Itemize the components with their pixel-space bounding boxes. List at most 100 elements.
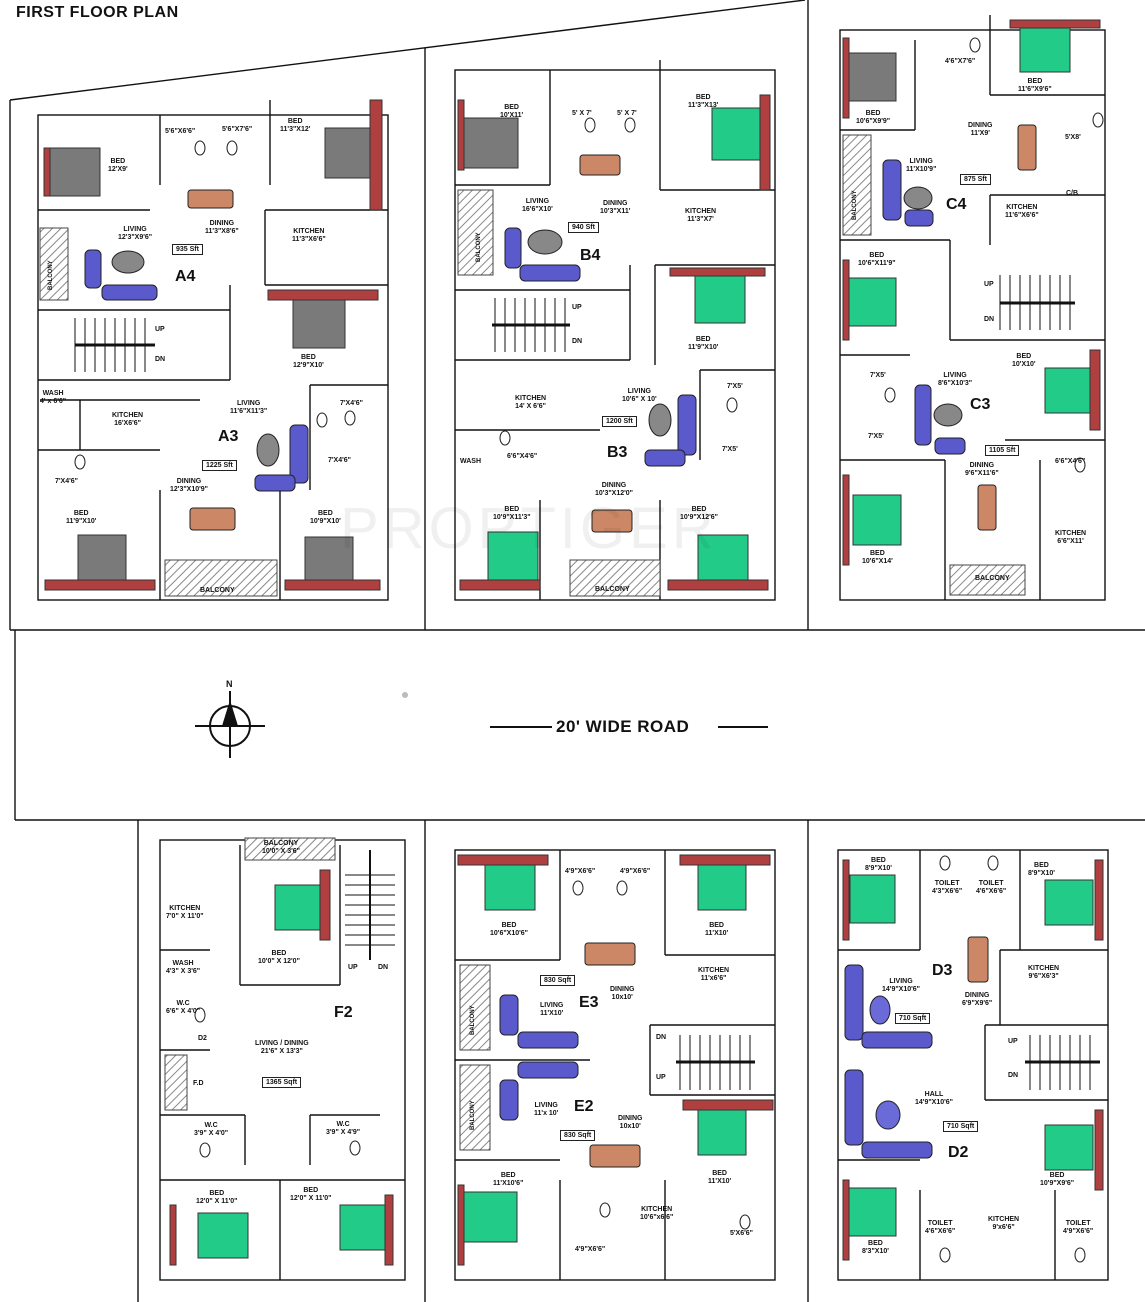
e2-balcony: BALCONY <box>470 1100 476 1130</box>
a4-toilet1: 5'6"X6'6" <box>165 128 196 135</box>
unit-a4-area: 935 Sft <box>172 244 203 255</box>
unit-b3-name: B3 <box>607 444 628 461</box>
c3-toilet3: 6'6"X4'6" <box>1055 458 1086 465</box>
b3-toilet3: 7'X5' <box>722 446 738 453</box>
c3-toilet1: 7'X5' <box>870 372 886 379</box>
unit-d2-area: 710 Sqft <box>943 1121 979 1132</box>
e3-toilet1: 4'9"X6'6" <box>565 868 596 875</box>
unit-c3-name: C3 <box>970 396 991 413</box>
unit-f2-area: 1365 Sqft <box>262 1077 302 1088</box>
stair-d-dn: DN <box>1008 1072 1019 1079</box>
unit-a3-area: 1225 Sft <box>202 460 237 471</box>
e3-toilet2: 4'9"X6'6" <box>620 868 651 875</box>
unit-d3-area: 710 Sqft <box>895 1013 931 1024</box>
unit-c4-name: C4 <box>946 196 967 213</box>
unit-c3-area: 1105 Sft <box>985 445 1020 456</box>
c4-balcony: BALCONY <box>852 190 858 220</box>
b4-toilet1: 5' X 7' <box>572 110 592 117</box>
c4-cb: C/B <box>1066 190 1079 197</box>
stair-d-up: UP <box>1008 1038 1018 1045</box>
stair-a-dn: DN <box>155 356 166 363</box>
stair-b-dn: DN <box>572 338 583 345</box>
road-label: 20' WIDE ROAD <box>556 717 690 736</box>
b3-toilet1: 6'6"X4'6" <box>507 453 538 460</box>
b3-balcony: BALCONY <box>595 586 630 593</box>
unit-b3-area: 1200 Sft <box>602 416 637 427</box>
e2-toilet1: 4'9"X6'6" <box>575 1246 606 1253</box>
stair-e-up: UP <box>656 1074 666 1081</box>
unit-b4-name: B4 <box>580 247 601 264</box>
stair-a-up: UP <box>155 326 165 333</box>
a3-toilet3: 7'X4'6" <box>328 457 351 464</box>
c3-toilet2: 7'X5' <box>868 433 884 440</box>
c3-balcony: BALCONY <box>975 575 1010 582</box>
f2-stair-up: UP <box>348 964 358 971</box>
watermark: PROPTIGER <box>340 496 718 561</box>
b3-wash: WASH <box>460 458 481 465</box>
stair-b-up: UP <box>572 304 582 311</box>
plan-title: FIRST FLOOR PLAN <box>16 4 179 21</box>
a3-toilet2: 7'X4'6" <box>340 400 363 407</box>
f2-d2: D2 <box>198 1035 207 1042</box>
unit-a4-name: A4 <box>175 268 196 285</box>
a4-toilet2: 5'6"X7'6" <box>222 126 253 133</box>
unit-b4-area: 940 Sft <box>568 222 599 233</box>
unit-c4-area: 875 Sft <box>960 174 991 185</box>
f2-stair-dn: DN <box>378 964 389 971</box>
unit-e2-name: E2 <box>574 1098 594 1115</box>
stair-c-dn: DN <box>984 316 995 323</box>
a4-balcony: BALCONY <box>48 260 54 290</box>
unit-f2-name: F2 <box>334 1004 353 1021</box>
b4-balcony: BALCONY <box>476 232 482 262</box>
stair-c-up: UP <box>984 281 994 288</box>
unit-d3-name: D3 <box>932 962 953 979</box>
